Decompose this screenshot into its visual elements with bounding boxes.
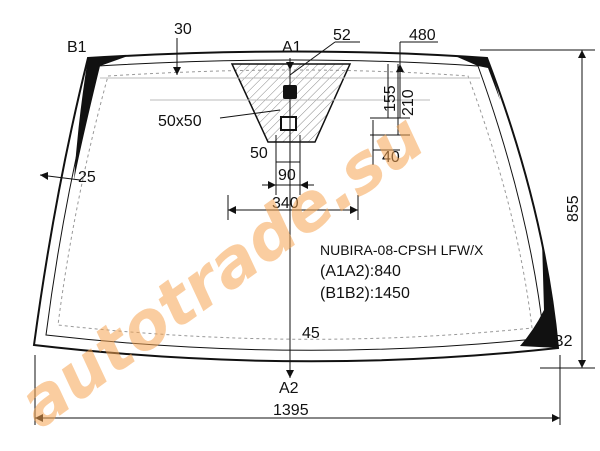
corner-frit-top-left (74, 56, 128, 180)
part-model: NUBIRA-08-CPSH LFW/X (320, 242, 484, 258)
dim-45: 45 (302, 325, 320, 342)
dim-855: 855 (565, 195, 582, 222)
label-b1: B1 (67, 39, 87, 56)
dim-155: 155 (382, 85, 399, 112)
part-b1b2: (B1B2):1450 (320, 285, 410, 302)
dim-50x50: 50x50 (158, 113, 202, 130)
label-a2: A2 (279, 380, 299, 397)
visible-area-line (57, 69, 533, 340)
dim-52: 52 (333, 27, 351, 44)
dim-25: 25 (78, 169, 96, 186)
dim-40: 40 (382, 149, 400, 166)
corner-frit-top-right (455, 56, 500, 100)
label-b2: B2 (553, 333, 573, 350)
dim-340: 340 (272, 195, 299, 212)
dim-480: 480 (409, 27, 436, 44)
sensor-area (230, 63, 352, 143)
glass-outline (32, 50, 560, 363)
part-a1a2: (A1A2):840 (320, 263, 401, 280)
sensor-window (280, 116, 297, 131)
corner-frit-bottom-right (520, 240, 558, 348)
dim-210: 210 (400, 89, 417, 116)
dim-50: 50 (250, 145, 268, 162)
dim-1395: 1395 (273, 402, 309, 419)
label-a1: A1 (282, 39, 302, 56)
dim-30: 30 (174, 21, 192, 38)
dim-90: 90 (278, 167, 296, 184)
